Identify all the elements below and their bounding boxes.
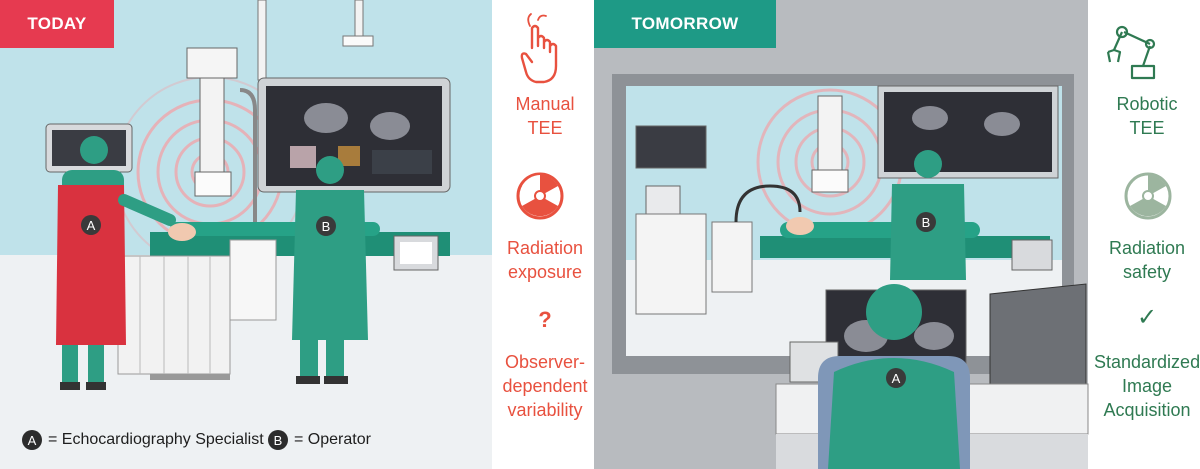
today-tag: TODAY <box>0 0 114 48</box>
legend-specialist-text: = Echocardiography Specialist <box>48 431 264 448</box>
radiation-exposure-label: Radiation exposure <box>506 238 584 282</box>
radiation-icon <box>1124 172 1172 220</box>
operator-figure <box>292 156 368 384</box>
radiation-safety-label: Radiation safety <box>1108 238 1186 282</box>
lead-curtain <box>117 239 277 380</box>
svg-text:A: A <box>87 218 96 233</box>
legend-operator-text: = Operator <box>294 431 371 448</box>
checkmark-icon: ✓ <box>1136 304 1158 331</box>
badge-a-today: A <box>81 215 101 235</box>
today-panel: A B <box>0 0 492 469</box>
tomorrow-tag: TOMORROW <box>594 0 776 48</box>
standardized-acquisition-label: Standardized Image Acquisition <box>1094 352 1200 420</box>
badge-a: A <box>22 430 42 450</box>
radiation-icon <box>516 172 564 220</box>
echocardiography-specialist-figure <box>56 136 176 390</box>
badge-b: B <box>268 430 288 450</box>
badge-b-tomorrow: B <box>916 212 936 232</box>
remote-specialist-figure <box>818 284 970 469</box>
badge-b-today: B <box>316 216 336 236</box>
svg-text:A: A <box>892 371 901 386</box>
svg-text:B: B <box>322 219 331 234</box>
question-mark-icon: ? <box>538 307 552 332</box>
legend-specialist: A = Echocardiography Specialist <box>22 428 264 452</box>
observer-variability-label: Observer- dependent variability <box>502 352 588 420</box>
badge-a-tomorrow: A <box>886 368 906 388</box>
legend-operator: B = Operator <box>268 428 371 452</box>
manual-tee-label: Manual TEE <box>515 94 575 138</box>
robotic-tee-label: Robotic TEE <box>1116 94 1178 138</box>
svg-text:B: B <box>922 215 931 230</box>
tomorrow-panel: B A <box>594 0 1089 469</box>
hand-pointer-icon <box>520 13 558 84</box>
robotic-arm-icon <box>1106 25 1156 80</box>
